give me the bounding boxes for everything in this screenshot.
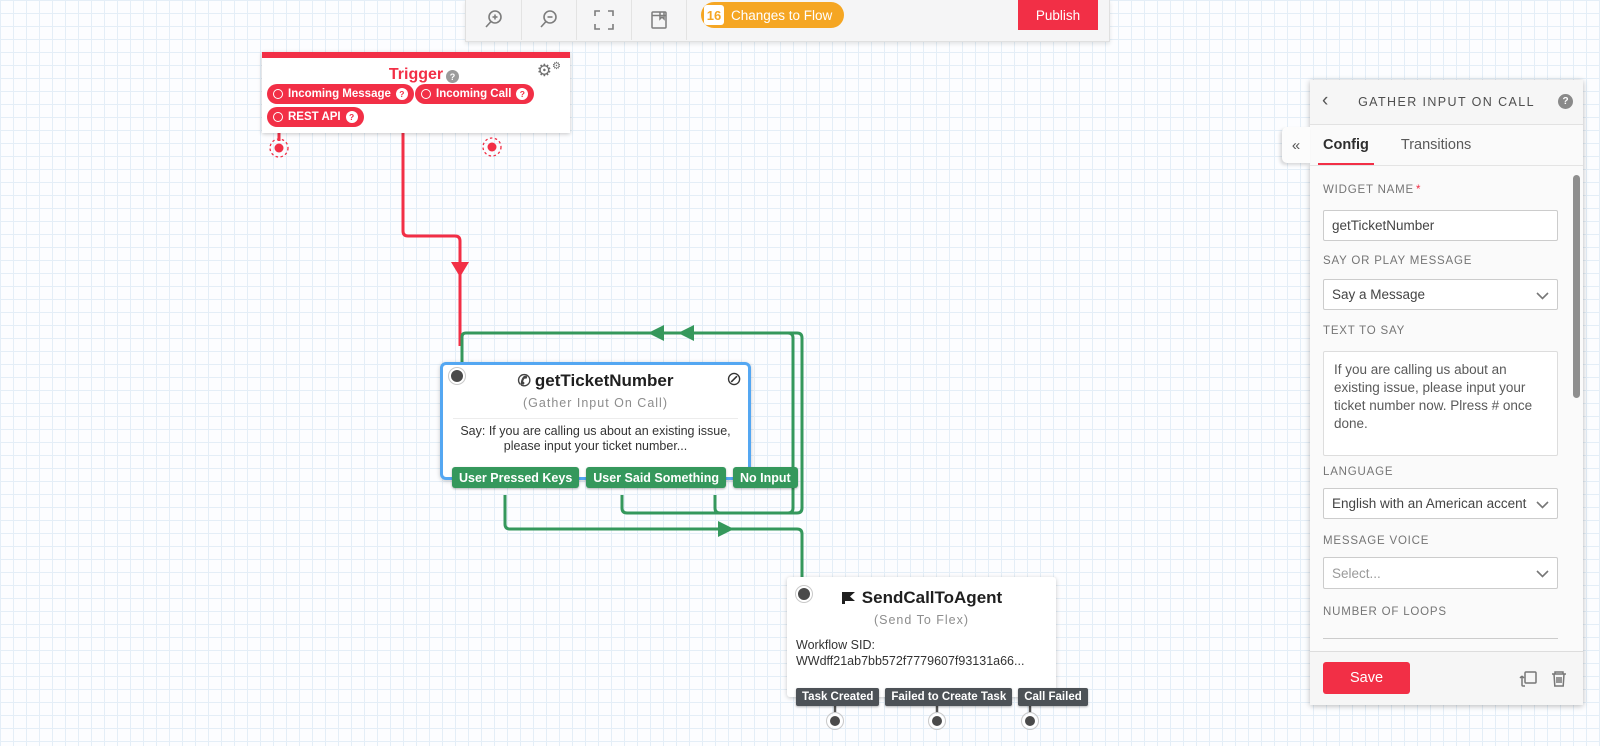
panel-tabs: Config Transitions: [1310, 125, 1583, 166]
widget-subtitle: (Gather Input On Call): [443, 396, 748, 410]
send-to-flex-widget[interactable]: SendCallToAgent (Send To Flex) Workflow …: [787, 577, 1056, 697]
required-asterisk: *: [1416, 184, 1421, 196]
workflow-sid-value: WWdff21ab7bb572f7779607f93131a66...: [796, 653, 1056, 669]
widget-input-port[interactable]: [796, 586, 812, 602]
help-icon[interactable]: ?: [1558, 94, 1573, 109]
pill-label: Incoming Call: [436, 88, 511, 100]
widget-name-label: WIDGET NAME*: [1323, 184, 1421, 196]
language-label: LANGUAGE: [1323, 466, 1393, 478]
zoom-in-icon: [482, 8, 506, 32]
changes-label: Changes to Flow: [731, 8, 832, 23]
port-dot-failed-to-create-task[interactable]: [931, 715, 943, 727]
port-dot-call-failed[interactable]: [1024, 715, 1036, 727]
say-or-play-label: SAY OR PLAY MESSAGE: [1323, 255, 1472, 267]
widget-title: SendCallToAgent: [787, 588, 1056, 608]
duplicate-icon[interactable]: [1517, 668, 1539, 690]
widget-body: Say: If you are calling us about an exis…: [443, 424, 748, 454]
trash-icon[interactable]: [1548, 668, 1570, 690]
port-dot-task-created[interactable]: [829, 715, 841, 727]
say-or-play-select[interactable]: Say a Message: [1323, 279, 1558, 310]
no-entry-icon[interactable]: ⊘: [726, 368, 742, 391]
panel-scrollbar[interactable]: [1573, 175, 1580, 398]
connector-incoming-call-to-gather: [403, 113, 460, 346]
zoom-in-button[interactable]: [466, 0, 522, 40]
config-panel: « ‹ GATHER INPUT ON CALL ? Config Transi…: [1310, 80, 1583, 705]
pill-label: Incoming Message: [288, 88, 391, 100]
changelog-icon: [648, 9, 670, 31]
language-select[interactable]: English with an American accent: [1323, 488, 1558, 519]
canvas-toolbar: 16 Changes to Flow Publish: [465, 0, 1110, 42]
workflow-sid-label: Workflow SID:: [796, 637, 1056, 653]
widget-input-port[interactable]: [449, 368, 465, 384]
message-voice-select[interactable]: Select...: [1323, 557, 1558, 589]
widget-body: Workflow SID: WWdff21ab7bb572f7779607f93…: [787, 637, 1056, 669]
pill-port[interactable]: [421, 89, 431, 99]
transition-pill-no-input[interactable]: No Input: [733, 467, 798, 488]
chevron-down-icon: [1536, 570, 1549, 578]
connector-user-pressed-keys-to-flex: [505, 495, 802, 583]
transition-pills: User Pressed Keys User Said Something No…: [452, 467, 798, 488]
message-voice-label: MESSAGE VOICE: [1323, 535, 1429, 547]
arrowhead-left: [678, 325, 694, 341]
trigger-pill-incoming-message[interactable]: Incoming Message ?: [267, 84, 414, 104]
widget-name-input[interactable]: getTicketNumber: [1323, 210, 1558, 241]
chevron-down-icon: [1536, 501, 1549, 509]
transition-pill-user-pressed-keys[interactable]: User Pressed Keys: [452, 467, 579, 488]
changes-to-flow-badge[interactable]: 16 Changes to Flow: [701, 2, 844, 28]
trigger-widget[interactable]: Trigger ? ⚙⚙ Incoming Message ? Incoming…: [262, 52, 570, 133]
help-icon[interactable]: ?: [516, 88, 528, 100]
pill-port[interactable]: [273, 112, 283, 122]
panel-footer: Save: [1310, 651, 1583, 705]
zoom-out-icon: [537, 8, 561, 32]
help-icon[interactable]: ?: [346, 111, 358, 123]
text-to-say-label: TEXT TO SAY: [1323, 325, 1405, 337]
arrowhead-right: [718, 521, 734, 537]
fit-to-screen-button[interactable]: [576, 0, 632, 40]
trigger-title: Trigger: [262, 66, 570, 84]
widget-subtitle: (Send To Flex): [787, 613, 1056, 627]
save-button[interactable]: Save: [1323, 662, 1410, 694]
port-stubs: [835, 706, 1030, 713]
widget-title: ✆getTicketNumber: [443, 371, 748, 391]
trigger-pill-rest-api[interactable]: REST API ?: [267, 107, 364, 127]
pill-label: REST API: [288, 111, 341, 123]
arrowhead-down: [451, 262, 469, 277]
collapse-panel-button[interactable]: «: [1282, 127, 1310, 163]
help-icon[interactable]: ?: [396, 88, 408, 100]
transition-pill-failed-to-create-task[interactable]: Failed to Create Task: [885, 688, 1012, 706]
panel-header: ‹ GATHER INPUT ON CALL ?: [1310, 80, 1583, 125]
tab-transitions[interactable]: Transitions: [1401, 125, 1471, 165]
number-of-loops-label: NUMBER OF LOOPS: [1323, 606, 1447, 618]
text-to-say-textarea[interactable]: If you are calling us about an existing …: [1323, 351, 1558, 456]
flex-icon: [841, 591, 856, 605]
changelog-button[interactable]: [631, 0, 687, 40]
port-dot-incoming-call[interactable]: [488, 143, 497, 152]
tab-config[interactable]: Config: [1323, 125, 1369, 165]
divider: [453, 418, 738, 419]
transition-pill-user-said-something[interactable]: User Said Something: [586, 467, 726, 488]
transition-pill-call-failed[interactable]: Call Failed: [1018, 688, 1088, 706]
publish-button[interactable]: Publish: [1018, 0, 1098, 30]
port-dot-rest-api[interactable]: [275, 144, 284, 153]
transition-pill-task-created[interactable]: Task Created: [796, 688, 879, 706]
arrowhead-left: [648, 325, 664, 341]
chevron-down-icon: [1536, 292, 1549, 300]
trigger-help-icon[interactable]: ?: [446, 70, 459, 83]
panel-title: GATHER INPUT ON CALL: [1310, 95, 1583, 109]
pill-port[interactable]: [273, 89, 283, 99]
fit-to-screen-icon: [593, 9, 615, 31]
number-of-loops-input-edge[interactable]: [1323, 638, 1558, 639]
trigger-pill-incoming-call[interactable]: Incoming Call ?: [415, 84, 534, 104]
gather-input-widget[interactable]: ⊘ ✆getTicketNumber (Gather Input On Call…: [440, 362, 751, 480]
gear-icon[interactable]: ⚙⚙: [537, 62, 561, 79]
transition-pills: Task Created Failed to Create Task Call …: [796, 688, 1088, 706]
zoom-out-button[interactable]: [521, 0, 577, 40]
changes-count: 16: [704, 5, 724, 25]
phone-icon: ✆: [518, 373, 531, 390]
